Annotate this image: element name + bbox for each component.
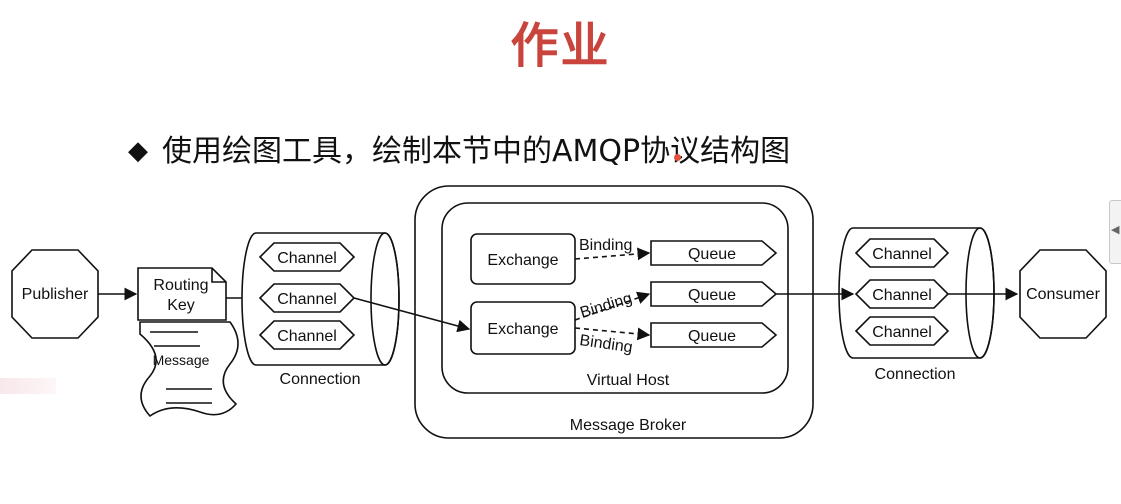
- queue-3: Queue: [650, 322, 778, 348]
- channel-5: Channel: [854, 279, 950, 309]
- binding-arrow-1: [574, 247, 651, 261]
- exchange-1: Exchange: [470, 233, 576, 285]
- side-panel-tab[interactable]: ◀: [1109, 200, 1121, 264]
- channel-2: Channel: [258, 283, 356, 313]
- left-connection-label: Connection: [280, 371, 361, 388]
- channel-label: Channel: [277, 291, 337, 308]
- exchange-2: Exchange: [470, 301, 576, 355]
- channel-to-exchange-arrow: [353, 297, 471, 333]
- channel-label: Channel: [872, 246, 932, 263]
- bullet-text: 使用绘图工具，绘制本节中的AMQP协议结构图: [162, 134, 791, 169]
- publisher-label: Publisher: [22, 286, 89, 303]
- chevron-left-icon: ◀: [1111, 223, 1120, 236]
- routing-key-line-1: Routing: [153, 277, 208, 294]
- laser-pointer-dot: [674, 154, 681, 161]
- binding-label: Binding: [579, 237, 632, 254]
- left-connection: Channel Channel Channel Connection: [241, 232, 400, 388]
- queue-1: Queue: [650, 240, 778, 266]
- routing-key-node: Routing Key: [137, 267, 227, 321]
- consumer-node: Consumer: [1019, 249, 1107, 339]
- channel-4: Channel: [854, 238, 950, 268]
- queue-label: Queue: [688, 246, 736, 263]
- channel-6: Channel: [854, 316, 950, 346]
- queue-label: Queue: [688, 287, 736, 304]
- message-label: Message: [153, 352, 210, 368]
- queue-label: Queue: [688, 328, 736, 345]
- channel-3: Channel: [258, 320, 356, 350]
- channel-label: Channel: [277, 328, 337, 345]
- slide-title: 作业: [510, 18, 611, 74]
- diamond-bullet-icon: ◆: [128, 136, 148, 166]
- binding-arrow-3: [574, 327, 651, 341]
- right-connection-label: Connection: [875, 366, 956, 383]
- publisher-node: Publisher: [11, 249, 99, 339]
- exchange-label: Exchange: [487, 252, 558, 269]
- channel-label: Channel: [872, 324, 932, 341]
- channel-label: Channel: [277, 250, 337, 267]
- consumer-label: Consumer: [1026, 286, 1100, 303]
- message-broker-label: Message Broker: [570, 417, 687, 434]
- virtual-host-label: Virtual Host: [587, 372, 670, 389]
- channel-label: Channel: [872, 287, 932, 304]
- bullet-point: ◆ 使用绘图工具，绘制本节中的AMQP协议结构图: [128, 126, 790, 170]
- message-node: Message: [139, 321, 239, 418]
- background-smudge: [0, 378, 56, 394]
- binding-arrow-2: [574, 291, 651, 321]
- exchange-label: Exchange: [487, 321, 558, 338]
- routing-key-line-2: Key: [167, 297, 195, 314]
- channel-1: Channel: [258, 242, 356, 272]
- queue-2: Queue: [650, 281, 778, 307]
- right-connection: Channel Channel Channel Connection: [838, 227, 995, 383]
